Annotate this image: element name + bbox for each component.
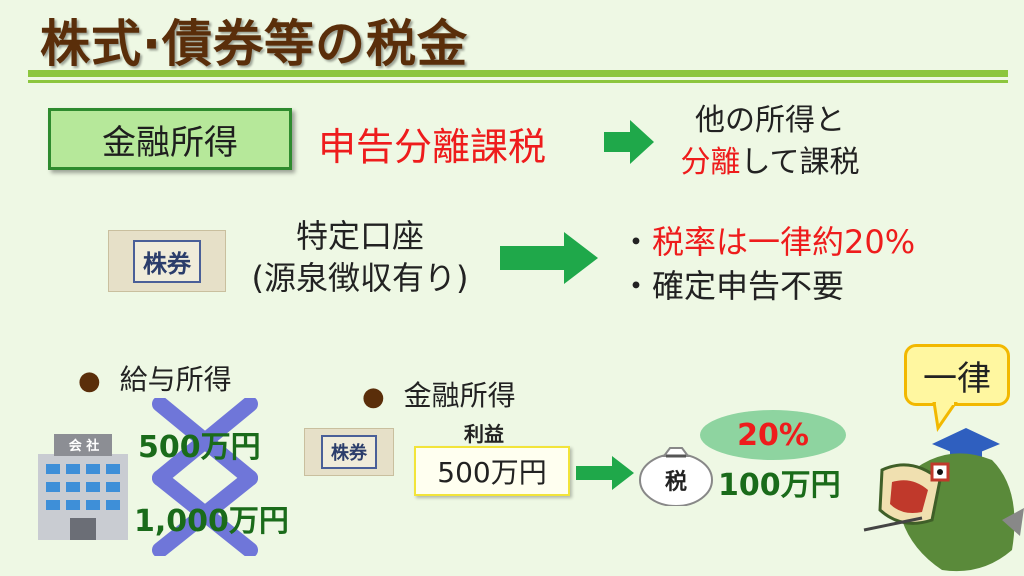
- tax-amount: 100万円: [718, 468, 841, 503]
- bullet-marker: ・: [620, 223, 653, 261]
- tax-bag-label: 税: [664, 470, 687, 495]
- bullet-rate-text: 税率は一律約20%: [652, 223, 916, 261]
- tokutei-account-label: 特定口座 (源泉徴収有り): [220, 215, 500, 299]
- note-line-1: 他の所得と: [695, 103, 845, 138]
- salary-income-heading: ● 給与所得: [78, 358, 232, 398]
- financial-income-box: 金融所得: [48, 108, 292, 170]
- stock-certificate-label: 株券: [321, 435, 377, 469]
- building-sign: 会 社: [68, 439, 100, 454]
- cross-mark-icon: [152, 398, 258, 556]
- profit-amount-box: 500万円: [414, 446, 570, 496]
- speech-bubble-tail: [932, 402, 958, 432]
- fish-character-icon: [863, 428, 1024, 572]
- note-rest: して課税: [740, 145, 860, 180]
- bullet-rate: ・税率は一律約20%: [620, 220, 915, 264]
- stock-certificate-icon: 株券: [304, 428, 394, 476]
- separate-taxation-note: 他の所得と 分離して課税: [640, 100, 900, 184]
- office-building-icon: [38, 434, 128, 540]
- tax-rate-oval: 20%: [700, 410, 846, 460]
- page-title: 株式·債券等の税金: [40, 15, 468, 73]
- bullet-no-filing-text: 確定申告不要: [652, 267, 845, 305]
- salary-amount-1: 500万円: [138, 430, 261, 465]
- financial-income-label: 金融所得: [403, 379, 516, 412]
- arrow-right-icon: [500, 232, 598, 284]
- title-underline: [28, 70, 1008, 77]
- financial-income-heading: ● 金融所得: [362, 374, 516, 414]
- profit-label: 利益: [464, 422, 504, 446]
- arrow-right-icon: [604, 120, 654, 164]
- note-line-2: 分離して課税: [640, 142, 900, 184]
- bullet-marker: ・: [620, 267, 653, 305]
- speech-bubble: 一律: [904, 344, 1010, 406]
- note-separate-word: 分離: [680, 145, 741, 180]
- separate-taxation-label: 申告分離課税: [318, 125, 547, 169]
- stock-certificate-icon: 株券: [108, 230, 226, 292]
- tokutei-bullets: ・税率は一律約20% ・確定申告不要: [620, 220, 915, 308]
- salary-amount-2: 1,000万円: [134, 504, 289, 539]
- bullet-dot-icon: ●: [362, 382, 385, 412]
- tokutei-line-2: (源泉徴収有り): [251, 259, 469, 297]
- bullet-no-filing: ・確定申告不要: [620, 264, 915, 308]
- salary-income-label: 給与所得: [119, 363, 232, 396]
- stock-certificate-label: 株券: [133, 239, 201, 283]
- money-bag-icon: [639, 447, 713, 506]
- tokutei-line-1: 特定口座: [295, 217, 424, 255]
- title-underline-thin: [28, 80, 1008, 83]
- bullet-dot-icon: ●: [78, 366, 101, 396]
- arrow-right-icon: [576, 456, 634, 490]
